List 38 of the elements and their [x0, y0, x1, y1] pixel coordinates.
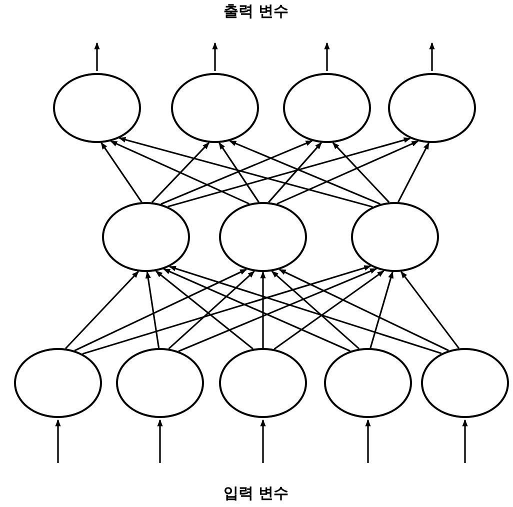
- arrow: [155, 270, 254, 350]
- arrow: [168, 266, 442, 354]
- arrow: [110, 140, 250, 205]
- arrow: [271, 270, 360, 350]
- arrow: [276, 140, 419, 205]
- arrow: [324, 42, 330, 71]
- arrow: [82, 265, 372, 355]
- arrow: [157, 419, 163, 463]
- axis-caption: 출력 변수: [223, 2, 289, 21]
- arrow: [370, 271, 394, 348]
- arrow: [397, 142, 430, 202]
- arrow: [168, 270, 255, 350]
- arrow: [229, 140, 380, 205]
- arrow: [55, 419, 61, 463]
- arrow: [118, 137, 373, 208]
- arrow: [151, 142, 210, 203]
- axis-caption: 입력 변수: [223, 484, 289, 503]
- arrow: [462, 419, 468, 463]
- arrow: [145, 271, 160, 348]
- arrow: [178, 268, 378, 352]
- arrow: [212, 42, 218, 71]
- arrow: [400, 271, 460, 349]
- arrow: [65, 270, 139, 350]
- arrow: [260, 419, 266, 463]
- arrow: [278, 268, 449, 352]
- arrow: [429, 42, 435, 71]
- arrow: [100, 142, 142, 203]
- arrow: [163, 268, 351, 352]
- arrow: [168, 137, 411, 208]
- arrow: [94, 42, 100, 71]
- arrow: [268, 142, 322, 203]
- arrow: [365, 419, 371, 463]
- arrow: [160, 140, 313, 205]
- arrow: [274, 270, 384, 350]
- arrow: [74, 268, 248, 352]
- arrow: [332, 142, 390, 203]
- arrow: [260, 271, 266, 348]
- arrow: [218, 142, 260, 203]
